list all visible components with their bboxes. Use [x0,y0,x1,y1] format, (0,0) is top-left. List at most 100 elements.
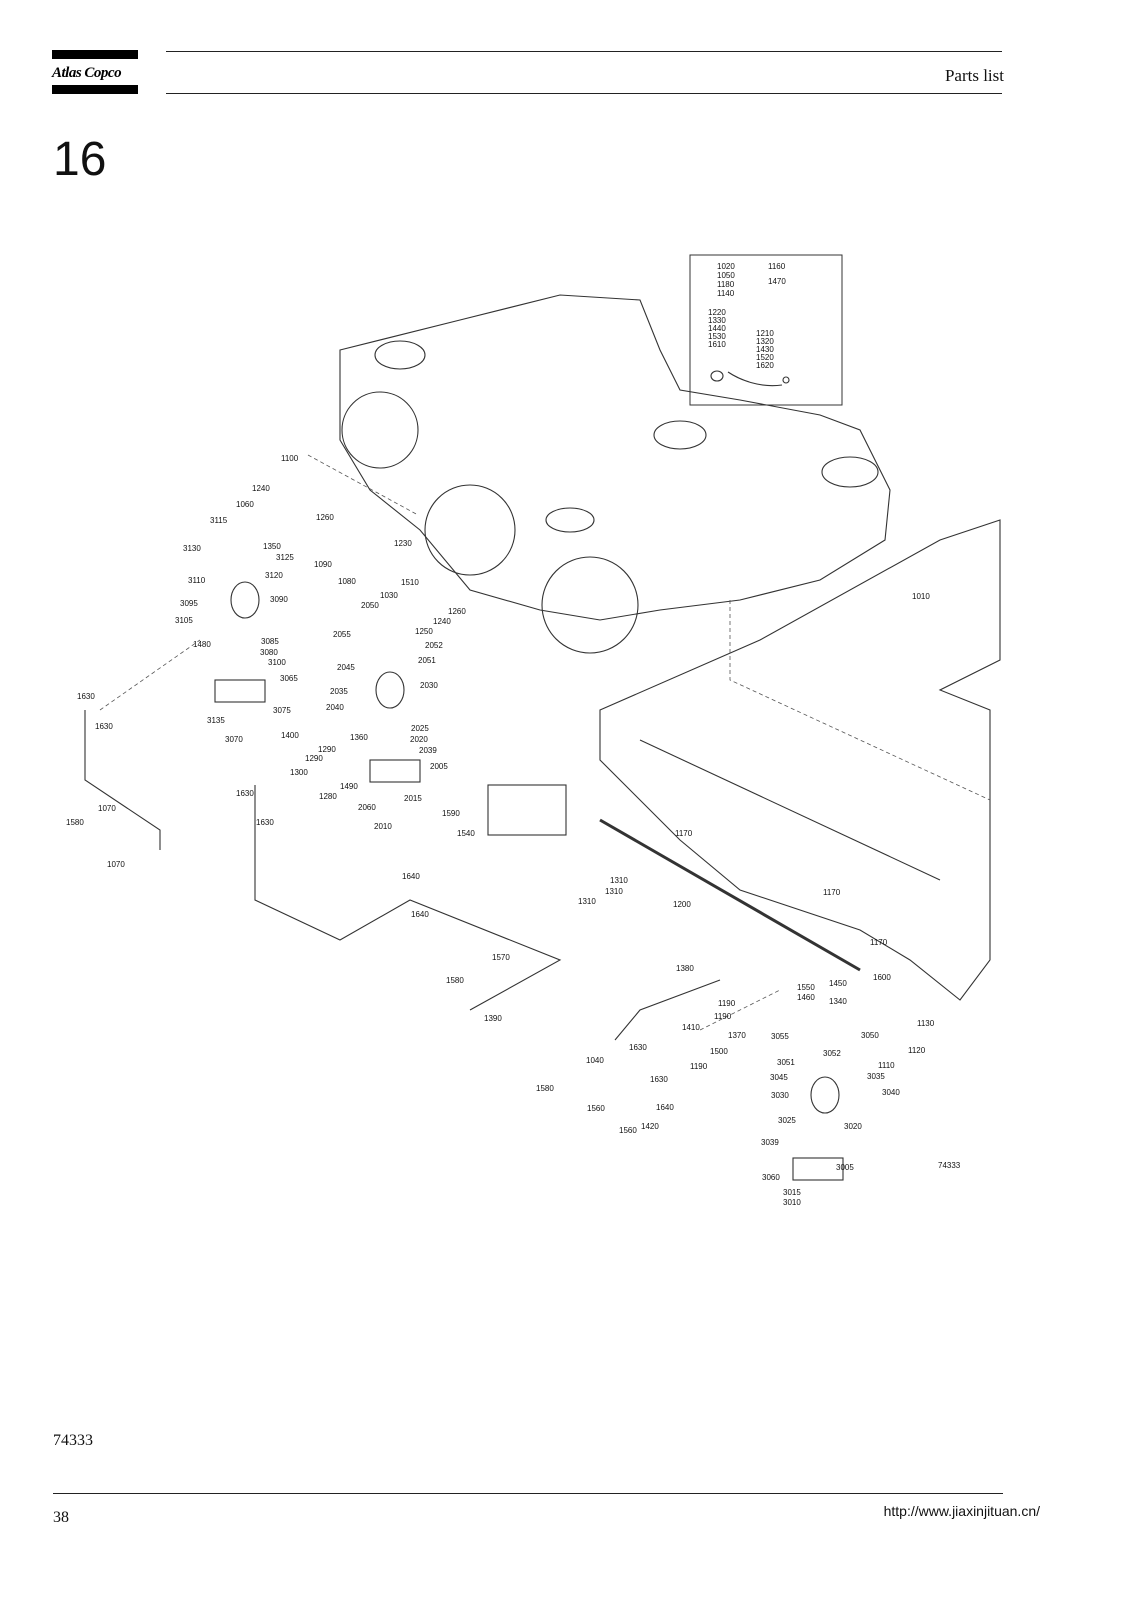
callout-label: 1290 [318,745,336,754]
callout-label: 1580 [66,818,84,827]
cover-plate-2 [424,484,516,576]
callout-label: 3110 [188,576,206,585]
footer-reference: 74333 [53,1432,93,1449]
callout-label: 1510 [401,578,419,587]
intake-port-1 [374,340,426,370]
inset-label: 1330 [708,316,726,325]
inset-connector [782,376,790,384]
callout-label: 1190 [718,999,736,1008]
atlas-copco-logo: Atlas Copco [52,50,138,94]
filter-base-right [792,1157,844,1181]
callout-label: 1240 [252,484,270,493]
inset-label: 1470 [768,277,786,286]
callout-label: 1630 [629,1043,647,1052]
callout-label: 2035 [330,687,348,696]
drawing-id: 74333 [938,1161,961,1170]
callout-label: 1260 [316,513,334,522]
callout-label: 1600 [873,973,891,982]
callout-label: 1110 [878,1061,895,1070]
callout-label: 2015 [404,794,422,803]
section-number: 16 [53,133,107,186]
callout-label: 1310 [578,897,596,906]
page-number: 38 [53,1509,69,1526]
callout-label: 1560 [619,1126,637,1135]
callout-label: 1290 [305,754,323,763]
inset-label: 1610 [708,340,726,349]
inset-label: 1140 [717,289,735,298]
callout-label: 2060 [358,803,376,812]
header-rule-top [166,51,1002,52]
callout-label: 2039 [419,746,437,755]
callout-label: 3060 [762,1173,780,1182]
callout-label: 1280 [319,792,337,801]
callout-label: 1190 [690,1062,708,1071]
callout-label: 1100 [281,454,299,463]
callout-label: 3095 [180,599,198,608]
callout-label: 3130 [183,544,201,553]
inset-label: 1430 [756,345,774,354]
callout-label: 1250 [415,627,433,636]
inset-label: 1210 [756,329,774,338]
filter-element-left [230,581,260,619]
callout-label: 2052 [425,641,443,650]
callout-label: 3090 [270,595,288,604]
oil-line-middle [254,785,562,1011]
inset-label: 1020 [717,262,735,271]
callout-label: 3051 [777,1058,795,1067]
callout-label: 3055 [771,1032,789,1041]
callout-label: 3030 [771,1091,789,1100]
callout-label: 2005 [430,762,448,771]
inset-label: 1220 [708,308,726,317]
callout-label: 1030 [380,591,398,600]
callout-label: 1450 [829,979,847,988]
callout-label: 1130 [917,1019,935,1028]
callout-label: 1630 [77,692,95,701]
inset-label: 1530 [708,332,726,341]
callout-label: 3005 [836,1163,854,1172]
callout-label: 1060 [236,500,254,509]
callout-label: 1370 [728,1031,746,1040]
logo-wordmark: Atlas Copco [52,65,122,81]
callout-label: 1560 [587,1104,605,1113]
callout-label: 1630 [650,1075,668,1084]
leader-line-3 [99,639,201,711]
callout-label: 2010 [374,822,392,831]
callout-label: 3085 [261,637,279,646]
filter-element-right [810,1076,840,1114]
callout-label: 1390 [484,1014,502,1023]
callout-label: 1640 [656,1103,674,1112]
callout-label: 1070 [98,804,116,813]
callout-label: 1170 [675,829,693,838]
cover-plate-3 [541,556,639,654]
footer-url: http://www.jiaxinjituan.cn/ [883,1503,1040,1519]
callout-label: 1630 [236,789,254,798]
callout-label: 1240 [433,617,451,626]
cover-plate-1 [341,391,419,469]
callout-label: 3015 [783,1188,801,1197]
filter-base-middle [369,759,421,783]
callout-label: 2040 [326,703,344,712]
callout-label: 3052 [823,1049,841,1058]
callout-label: 2045 [337,663,355,672]
intake-port-3 [821,456,879,488]
logo-bottom-bar [52,85,138,94]
oil-line-left [84,710,161,850]
frame-outline [599,519,1001,1001]
inset-label: 1520 [756,353,774,362]
filter-element-middle [375,671,405,709]
callout-label: 2030 [420,681,438,690]
drawing-linework [84,254,1001,1181]
callout-label: 1630 [95,722,113,731]
callout-label: 1590 [442,809,460,818]
inset-label: 1160 [768,262,786,271]
inset-label: 1180 [717,280,735,289]
callout-label: 3045 [770,1073,788,1082]
callout-label: 3050 [861,1031,879,1040]
callout-label: 1420 [641,1122,659,1131]
callout-label: 3025 [778,1116,796,1125]
callout-label: 2050 [361,601,379,610]
leader-line-2 [729,600,991,801]
